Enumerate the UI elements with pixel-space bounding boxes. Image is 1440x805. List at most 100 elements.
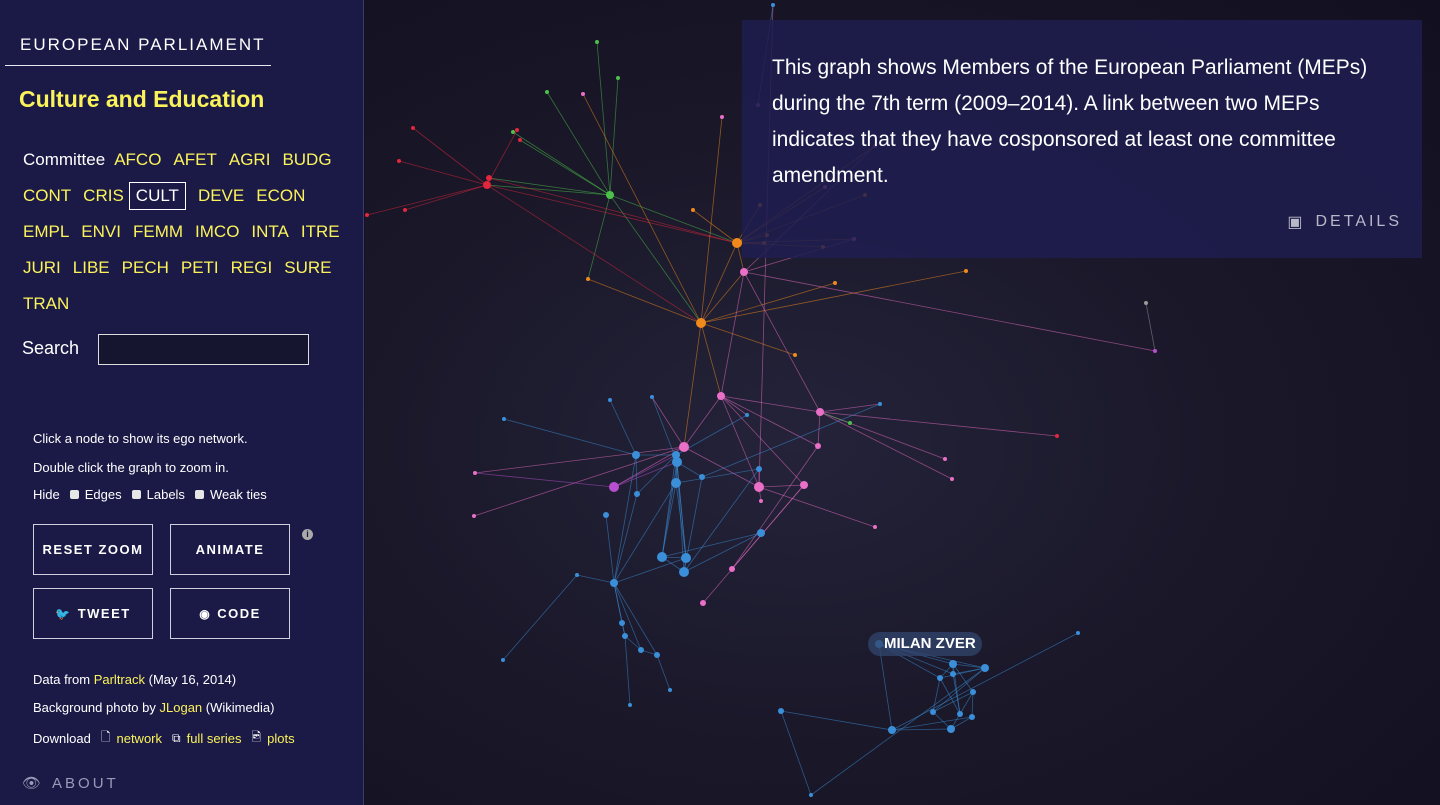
committee-link-itre[interactable]: ITRE [300,222,340,241]
jlogan-link[interactable]: JLogan [159,700,203,715]
graph-node[interactable] [700,600,706,606]
plots-link[interactable]: plots [267,731,295,746]
search-input[interactable] [98,334,309,365]
committee-link-envi[interactable]: ENVI [81,222,121,241]
graph-node[interactable] [740,268,748,276]
graph-node[interactable] [691,208,695,212]
full-series-link[interactable]: full series [186,731,242,746]
graph-node[interactable] [717,392,725,400]
graph-node[interactable] [606,191,614,199]
graph-node[interactable] [969,714,975,720]
committee-link-regi[interactable]: REGI [230,258,273,277]
graph-node[interactable] [732,238,742,248]
committee-link-afco[interactable]: AFCO [114,150,162,169]
graph-node[interactable] [545,90,549,94]
graph-node[interactable] [981,664,989,672]
graph-node[interactable] [964,269,968,273]
committee-link-afet[interactable]: AFET [173,150,217,169]
graph-node[interactable] [679,567,689,577]
network-link[interactable]: network [116,731,163,746]
graph-node[interactable] [609,482,619,492]
graph-node[interactable] [403,208,407,212]
graph-node[interactable] [970,689,976,695]
graph-node[interactable] [950,477,954,481]
committee-link-deve[interactable]: DEVE [197,186,245,205]
committee-link-tran[interactable]: TRAN [23,294,70,313]
graph-node[interactable] [957,711,963,717]
parltrack-link[interactable]: Parltrack [93,672,145,687]
graph-node[interactable] [696,318,706,328]
committee-link-pech[interactable]: PECH [121,258,169,277]
graph-node[interactable] [729,566,735,572]
graph-node[interactable] [650,395,654,399]
about-button[interactable]: 👁 ABOUT [22,774,119,793]
graph-node[interactable] [848,421,852,425]
reset-zoom-button[interactable]: RESET ZOOM [33,524,153,575]
committee-link-libe[interactable]: LIBE [72,258,110,277]
graph-node[interactable] [759,499,763,503]
graph-node[interactable] [771,3,775,7]
graph-node[interactable] [1076,631,1080,635]
graph-node[interactable] [950,671,956,677]
graph-node[interactable] [778,708,784,714]
graph-node[interactable] [888,726,896,734]
graph-node[interactable] [515,128,519,132]
graph-node[interactable] [1153,349,1157,353]
graph-node[interactable] [586,277,590,281]
graph-node[interactable] [634,491,640,497]
tweet-button[interactable]: 🐦 TWEET [33,588,153,639]
brand-title[interactable]: EUROPEAN PARLIAMENT [20,35,266,54]
details-button[interactable]: ▣ DETAILS [1287,212,1402,232]
graph-node[interactable] [833,281,837,285]
committee-link-juri[interactable]: JURI [23,258,61,277]
graph-node[interactable] [930,709,936,715]
edges-checkbox[interactable] [69,490,79,499]
graph-node[interactable] [473,471,477,475]
graph-node[interactable] [672,457,682,467]
graph-node[interactable] [756,466,762,472]
graph-node[interactable] [1055,434,1059,438]
graph-node[interactable] [619,620,625,626]
committee-link-peti[interactable]: PETI [180,258,219,277]
graph-node[interactable] [809,793,813,797]
graph-node[interactable] [603,512,609,518]
graph-node[interactable] [501,658,505,662]
graph-node[interactable] [610,579,618,587]
graph-node[interactable] [638,647,644,653]
graph-node[interactable] [800,481,808,489]
graph-node[interactable] [947,725,955,733]
graph-node[interactable] [671,478,681,488]
graph-node[interactable] [397,159,401,163]
labels-checkbox[interactable] [131,490,141,499]
graph-node[interactable] [511,130,515,134]
graph-node[interactable] [720,115,724,119]
info-icon[interactable]: i [302,529,313,540]
graph-node[interactable] [757,529,765,537]
graph-node[interactable] [672,451,680,459]
graph-node[interactable] [793,353,797,357]
committee-link-femm[interactable]: FEMM [132,222,184,241]
graph-node[interactable] [1144,301,1148,305]
graph-node[interactable] [608,398,612,402]
graph-node[interactable] [949,660,957,668]
graph-node[interactable] [668,688,672,692]
graph-node[interactable] [581,92,585,96]
graph-node[interactable] [628,703,632,707]
graph-node[interactable] [632,451,640,459]
graph-node[interactable] [486,175,492,181]
graph-node[interactable] [595,40,599,44]
graph-node[interactable] [654,652,660,658]
graph-node[interactable] [622,633,628,639]
committee-link-econ[interactable]: ECON [256,186,306,205]
committee-link-sure[interactable]: SURE [284,258,332,277]
graph-node[interactable] [745,413,749,417]
graph-node[interactable] [937,675,943,681]
graph-node[interactable] [411,126,415,130]
graph-node[interactable] [943,457,947,461]
graph-node[interactable] [873,525,877,529]
graph-node[interactable] [878,402,882,406]
graph-node[interactable] [681,553,691,563]
graph-node[interactable] [754,482,764,492]
graph-node[interactable] [699,474,705,480]
graph-node[interactable] [679,442,689,452]
